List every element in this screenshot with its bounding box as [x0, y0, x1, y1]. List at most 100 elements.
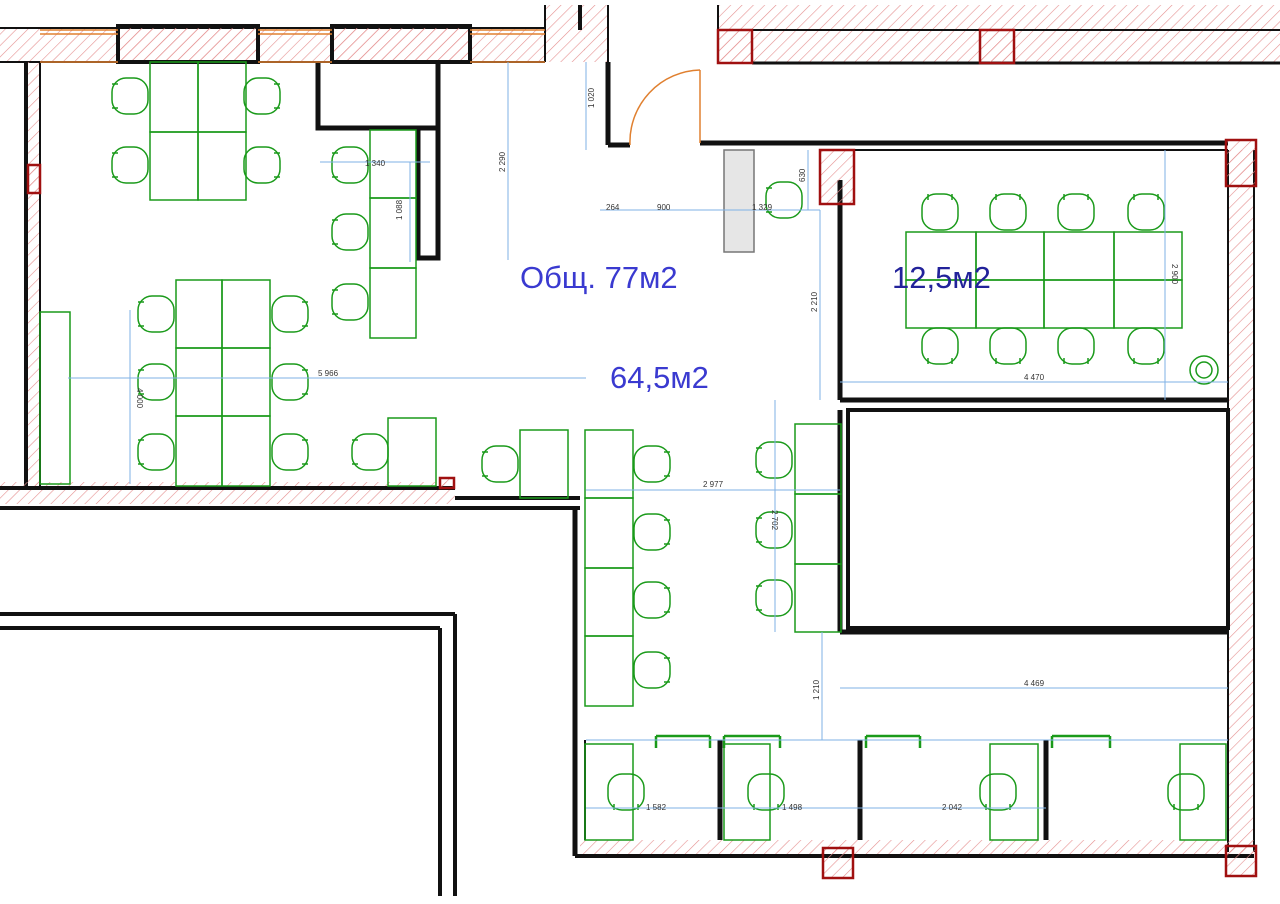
chair-arm — [927, 358, 953, 364]
desk — [149, 61, 199, 133]
chair-arm — [138, 439, 144, 465]
desk — [39, 311, 71, 485]
chair-arm — [756, 585, 762, 611]
dim-label: 1 210 — [812, 679, 821, 700]
dim-label: 4 469 — [1024, 679, 1045, 688]
chair — [481, 445, 519, 483]
chair — [271, 433, 309, 471]
dim-label: 4 000 — [135, 388, 144, 409]
chair — [1127, 327, 1165, 365]
desk — [369, 197, 417, 269]
chair — [1057, 327, 1095, 365]
chair-arm — [1063, 358, 1089, 364]
chair-arm — [482, 451, 488, 477]
chair-arm — [352, 439, 358, 465]
desk — [584, 567, 634, 637]
chair-arm — [756, 447, 762, 473]
chair-arm — [332, 152, 338, 178]
dim-label: 264 — [606, 203, 620, 212]
chair-arm — [766, 187, 772, 213]
chair — [989, 193, 1027, 231]
dim-label: 1 020 — [587, 87, 596, 108]
chair-arm — [112, 83, 118, 109]
chair — [243, 77, 281, 115]
dim-label: 1 498 — [782, 803, 803, 812]
chair — [1167, 773, 1205, 811]
office-door — [654, 734, 712, 748]
chair-arm — [664, 657, 670, 683]
chair-arm — [138, 301, 144, 327]
chair — [607, 773, 645, 811]
desk — [387, 417, 437, 487]
desk — [1043, 231, 1115, 281]
dim-label: 2 900 — [1170, 264, 1179, 285]
chair-arm — [927, 194, 953, 200]
chair-arm — [1133, 358, 1159, 364]
desk — [794, 563, 842, 633]
chair-arm — [138, 369, 144, 395]
desk — [794, 423, 842, 495]
chair-arm — [613, 804, 639, 810]
chair — [633, 445, 671, 483]
furniture — [39, 61, 1227, 841]
chair — [921, 327, 959, 365]
dim-label: 4 470 — [1024, 373, 1045, 382]
partition-panel — [723, 149, 755, 253]
dim-label: 2 977 — [703, 480, 724, 489]
dim-label: 2 290 — [498, 151, 507, 172]
interior-walls — [0, 62, 1230, 896]
desk — [197, 61, 247, 133]
desk — [1179, 743, 1227, 841]
desk — [1113, 279, 1183, 329]
dimension-labels: 1 020 2 290 1 340 1 088 264 900 1 329 63… — [135, 87, 1179, 812]
desk — [221, 415, 271, 487]
desk — [519, 429, 569, 499]
desk — [723, 743, 771, 841]
chair — [271, 295, 309, 333]
chair — [137, 295, 175, 333]
desk — [175, 415, 223, 487]
chair-arm — [753, 804, 779, 810]
chair — [989, 327, 1027, 365]
desk — [369, 267, 417, 339]
chair — [633, 513, 671, 551]
columns — [26, 28, 1258, 880]
chair-arm — [664, 587, 670, 613]
chair-arm — [664, 451, 670, 477]
desk — [1043, 279, 1115, 329]
chair-arm — [302, 439, 308, 465]
desk — [794, 493, 842, 565]
main-area-label: 64,5м2 — [610, 360, 709, 395]
chair-arm — [1063, 194, 1089, 200]
plant-icon — [1189, 355, 1219, 385]
chair-arm — [112, 152, 118, 178]
entrance-door — [629, 69, 701, 146]
desk — [584, 497, 634, 569]
chair — [1057, 193, 1095, 231]
chair — [755, 579, 793, 617]
desk — [584, 743, 634, 841]
office-door — [864, 734, 922, 748]
chair-arm — [1173, 804, 1199, 810]
desk — [149, 131, 199, 201]
desk — [584, 429, 634, 499]
desk — [197, 131, 247, 201]
chair — [1127, 193, 1165, 231]
chair — [243, 146, 281, 184]
chair-arm — [332, 289, 338, 315]
dim-label: 5 966 — [318, 369, 339, 378]
chair-arm — [995, 358, 1021, 364]
chair-arm — [1133, 194, 1159, 200]
dim-label: 2 702 — [770, 510, 779, 531]
dim-label: 1 329 — [752, 203, 773, 212]
dim-label: 1 582 — [646, 803, 667, 812]
chair — [137, 433, 175, 471]
chair — [271, 363, 309, 401]
chair — [331, 146, 369, 184]
chair-arm — [302, 369, 308, 395]
chair — [747, 773, 785, 811]
desk — [584, 635, 634, 707]
chair-arm — [274, 83, 280, 109]
dimension-lines — [68, 62, 1228, 809]
